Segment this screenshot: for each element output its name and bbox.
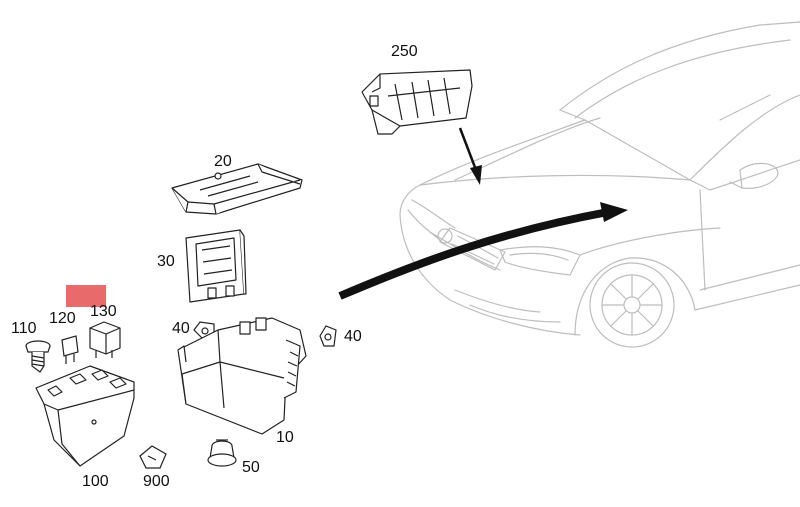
label-40-left: 40: [172, 320, 190, 337]
label-130: 130: [90, 303, 117, 320]
label-250: 250: [391, 43, 418, 60]
part-10-housing: [177, 317, 307, 435]
part-250-bracket: [361, 69, 473, 135]
part-900-tag: [139, 445, 167, 469]
label-50: 50: [242, 459, 260, 476]
label-100: 100: [82, 473, 109, 490]
part-120-fuse: [61, 335, 79, 364]
highlight-marker: [66, 285, 106, 307]
part-50-plug: [207, 439, 237, 467]
car-outline: [399, 21, 800, 348]
label-20: 20: [214, 153, 232, 170]
label-10: 10: [276, 429, 294, 446]
arrow-250-line: [458, 127, 478, 171]
label-120: 120: [49, 310, 76, 327]
part-130-relay: [89, 321, 121, 358]
part-100-fusebox: [35, 365, 135, 467]
part-30-frame: [185, 229, 247, 303]
arrow-250-head: [470, 165, 482, 185]
label-900: 900: [143, 473, 170, 490]
label-30: 30: [157, 253, 175, 270]
part-40-grommet-right: [319, 325, 337, 347]
label-110: 110: [11, 320, 37, 337]
arrow-main-curve: [338, 208, 609, 300]
part-110-screw: [25, 340, 51, 373]
arrow-main-head: [600, 202, 628, 222]
label-40-right: 40: [344, 328, 362, 345]
location-arrows: [338, 127, 628, 300]
part-20-cover: [171, 163, 303, 215]
